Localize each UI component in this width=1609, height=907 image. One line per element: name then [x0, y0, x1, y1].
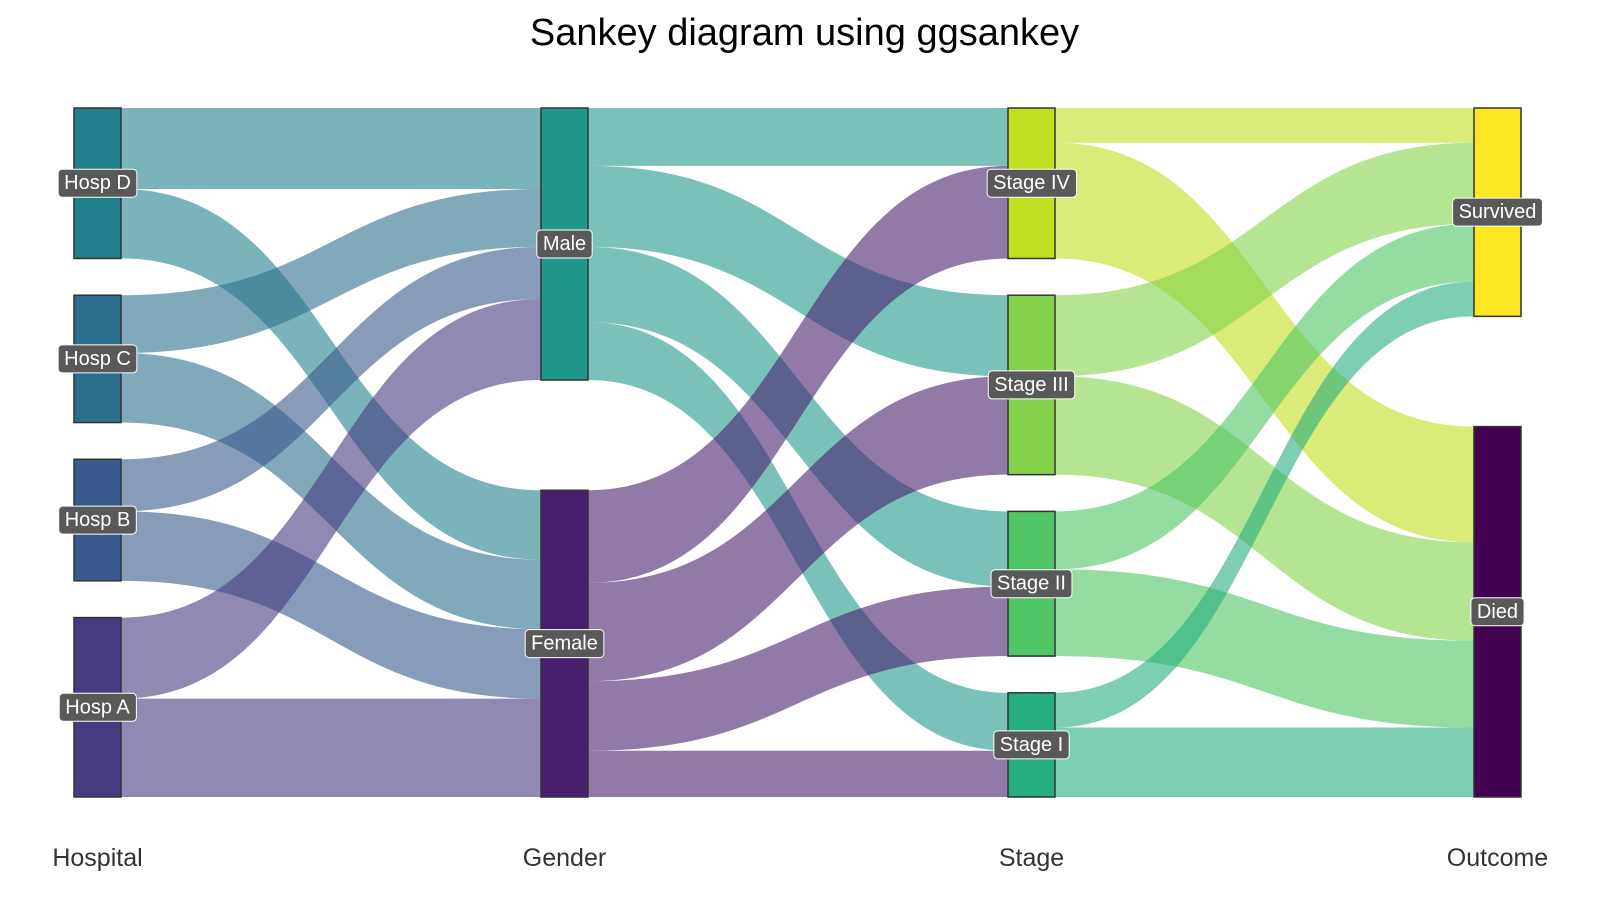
node-label-box	[57, 168, 138, 198]
axis-labels-layer: Hospital Gender Stage Outcome	[52, 844, 1548, 872]
node-label-stage-ii: Stage II	[990, 569, 1073, 599]
flow-hosp-b-to-male	[121, 246, 541, 512]
flow-hosp-a-to-male	[121, 298, 541, 699]
flow-stage-iv-to-survived	[1055, 108, 1474, 143]
flow-male-to-stage-iv	[588, 108, 1008, 166]
flows-layer	[121, 108, 1474, 797]
flow-stage-iii-to-survived	[1055, 142, 1474, 377]
flow-female-to-stage-i	[588, 750, 1008, 797]
node-label-text: Hosp B	[65, 509, 131, 531]
flow-hosp-d-to-male	[121, 108, 541, 190]
axis-label-hospital: Hospital	[52, 844, 142, 872]
flow-hosp-a-to-female	[121, 698, 541, 797]
node-label-text: Survived	[1459, 201, 1537, 223]
node-label-female: Female	[524, 629, 605, 659]
node-label-text: Male	[543, 233, 586, 255]
node-label-box	[987, 370, 1076, 400]
node-label-stage-i: Stage I	[993, 730, 1070, 760]
node-label-box	[1452, 197, 1543, 227]
node-label-box	[58, 692, 137, 722]
node-label-box	[57, 344, 138, 374]
node-label-hosp-a: Hosp A	[58, 692, 137, 722]
chart-title: Sankey diagram using ggsankey	[529, 12, 1080, 54]
node-label-hosp-b: Hosp B	[58, 505, 137, 535]
node-label-text: Died	[1477, 601, 1518, 623]
node-label-male: Male	[536, 229, 593, 259]
flow-stage-ii-to-died	[1055, 569, 1474, 728]
node-label-hosp-d: Hosp D	[57, 168, 138, 198]
node-label-text: Stage II	[997, 573, 1066, 595]
flow-stage-iv-to-died	[1055, 142, 1474, 543]
node-label-survived: Survived	[1452, 197, 1543, 227]
node-label-box	[58, 505, 137, 535]
node-label-box	[524, 629, 605, 659]
flow-female-to-stage-iv	[588, 165, 1008, 583]
node-label-text: Hosp A	[65, 696, 130, 718]
flow-female-to-stage-iii	[588, 376, 1008, 682]
node-label-text: Stage I	[1000, 734, 1063, 756]
flow-hosp-b-to-female	[121, 511, 541, 699]
node-label-box	[1470, 597, 1525, 627]
flow-female-to-stage-ii	[588, 586, 1008, 751]
flow-stage-i-to-died	[1055, 727, 1474, 797]
node-label-died: Died	[1470, 597, 1525, 627]
node-label-box	[986, 168, 1078, 198]
node-label-box	[536, 229, 593, 259]
node-label-stage-iii: Stage III	[987, 370, 1076, 400]
flow-stage-ii-to-survived	[1055, 223, 1474, 570]
flow-stage-i-to-survived	[1055, 281, 1474, 728]
node-label-text: Female	[531, 633, 598, 655]
node-label-hosp-c: Hosp C	[57, 344, 138, 374]
node-label-text: Hosp C	[64, 348, 131, 370]
node-label-box	[993, 730, 1070, 760]
node-label-text: Stage III	[994, 374, 1069, 396]
flow-male-to-stage-iii	[588, 165, 1008, 377]
node-label-stage-iv: Stage IV	[986, 168, 1078, 198]
node-label-box	[990, 569, 1073, 599]
flow-hosp-c-to-male	[121, 189, 541, 354]
axis-label-outcome: Outcome	[1447, 844, 1548, 872]
node-label-text: Stage IV	[993, 172, 1070, 194]
axis-label-stage: Stage	[999, 844, 1064, 872]
node-label-text: Hosp D	[64, 172, 131, 194]
axis-label-gender: Gender	[523, 844, 606, 872]
